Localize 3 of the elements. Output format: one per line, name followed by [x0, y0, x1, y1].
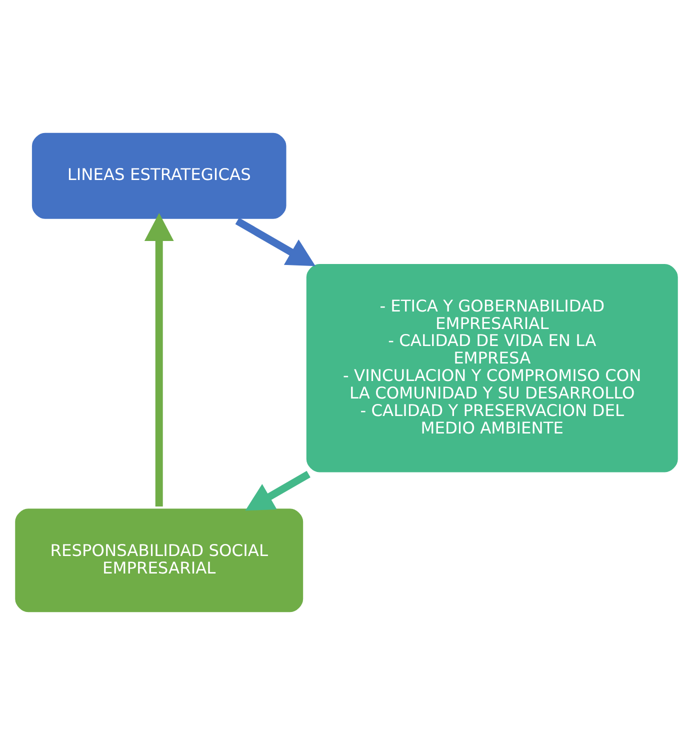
- arrow: [245, 470, 310, 511]
- arrow: [235, 218, 316, 266]
- arrow: [144, 212, 174, 507]
